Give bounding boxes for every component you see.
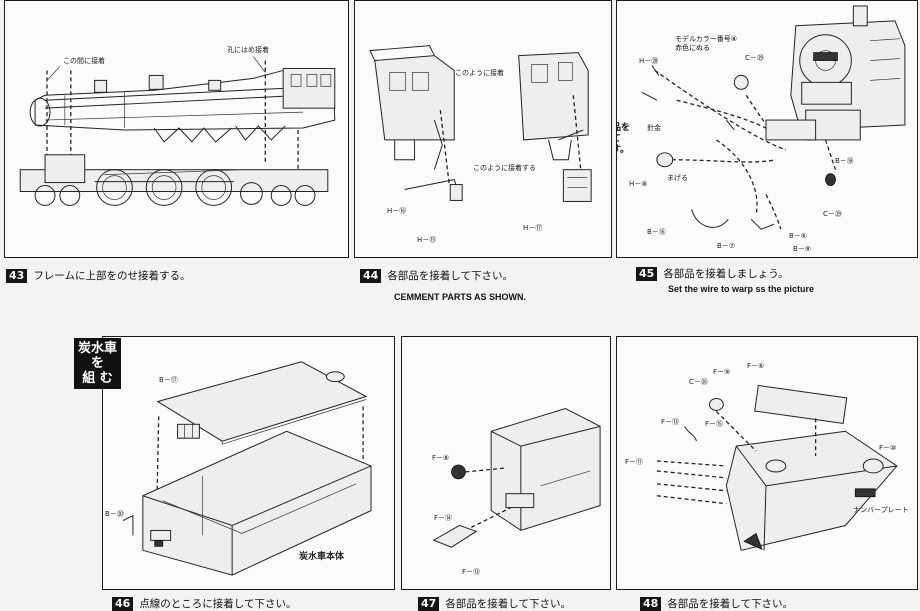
step-44-caption: 44 各部品を接着して下さい。 (360, 268, 513, 283)
step-47-caption: 47 各部品を接着して下さい。 (418, 596, 571, 611)
tender-title-line1: 炭水車 (78, 341, 118, 356)
step-45-first-note-line2: とうして (617, 134, 630, 145)
step-48-panel: C－㉖ F－⑨ F－⑥ F－⑬ F－⑮ F－⑪ F－⑩ ナンバープレート (616, 336, 918, 590)
tender-title-line2: を (91, 356, 105, 371)
step-43-panel: この間に接着 孔にはめ接着 (4, 0, 349, 258)
step-46-body-label: 炭水車本体 (299, 552, 345, 562)
step-43-text: フレームに上部をのせ接着する。 (33, 270, 191, 282)
step-45-part-b6: B－⑥ (789, 232, 808, 240)
step-48-number-plate-label: ナンバープレート (853, 506, 909, 514)
step-43-label-glue-between: この間に接着 (63, 57, 105, 65)
step-44-part-h17: H－⑰ (523, 224, 543, 232)
step-43-caption: 43 フレームに上部をのせ接着する。 (6, 268, 191, 283)
step-45-part-b16: B－⑯ (647, 228, 666, 236)
step-48-part-f11: F－⑪ (625, 458, 644, 466)
step-44-english: CEMMENT PARTS AS SHOWN. (394, 292, 526, 302)
step-45-text: 各部品を接着しましょう。 (663, 268, 789, 280)
step-47-text: 各部品を接着して下さい。 (445, 598, 571, 610)
step-45-part-c29: C－㉙ (745, 54, 764, 62)
step-45-paint-note-line1: モデルカラー番号⑧ (675, 35, 738, 43)
step-45-label-bend: まげる (667, 174, 688, 182)
step-45-part-b8: B－⑧ (793, 245, 812, 253)
step-45-part-c29-2: C－㉙ (823, 210, 842, 218)
step-44-label-glue-like-this: このように接着 (455, 69, 504, 77)
step-46-panel: B－⑰ B－⑳ 炭水車本体 (102, 336, 395, 590)
step-48-number: 48 (640, 596, 662, 611)
step-44-cab-drawing (369, 45, 592, 202)
step-48-part-f15: F－⑮ (705, 420, 724, 428)
step-47-number: 47 (418, 596, 440, 611)
step-46-tender-drawing (122, 361, 372, 576)
step-45-front-drawing (641, 5, 906, 230)
step-46-text: 点線のところに接着して下さい。 (139, 598, 297, 610)
step-45-english: Set the wire to warp ss the picture (668, 284, 815, 294)
step-45-first-note-line3: おきます。 (617, 145, 630, 155)
step-43-label-glue-hole: 孔にはめ接着 (227, 46, 269, 54)
step-45-caption: 45 各部品を接着しましょう。 (636, 266, 789, 281)
step-48-tender-rear-drawing (656, 384, 898, 551)
step-44-part-h16: H－⑯ (387, 207, 407, 215)
step-45-number: 45 (636, 266, 658, 281)
step-43-number: 43 (6, 268, 28, 283)
step-45-first-note: 先に部品を とうして おきます。 (617, 123, 631, 156)
step-44-panel: このように接着 このように接着する H－⑯ H－⑮ H－⑰ (354, 0, 612, 258)
tender-section-title: 炭水車 を 組 む (74, 338, 122, 389)
step-45-label-wire: 針金 (647, 124, 661, 132)
step-45-paint-note: モデルカラー番号⑧ 赤色にぬる (675, 35, 737, 53)
step-45-paint-note-line2: 赤色にぬる (675, 44, 710, 52)
step-47-part-f8: F－⑧ (432, 454, 450, 462)
step-45-part-b18: B－⑱ (835, 157, 854, 165)
step-45-part-b7: B－⑦ (717, 242, 736, 250)
step-43-locomotive-drawing (19, 56, 336, 206)
step-44-part-h15: H－⑮ (417, 236, 437, 244)
step-46-caption: 46 点線のところに接着して下さい。 (112, 596, 297, 611)
step-45-first-note-line1: 先に部品を (617, 123, 631, 133)
step-45-part-h20: H－⑳ (639, 57, 659, 65)
step-44-text: 各部品を接着して下さい。 (387, 270, 513, 282)
step-48-part-f13: F－⑬ (661, 418, 680, 426)
tender-title-line3: 組 む (82, 371, 113, 386)
step-47-part-f13: F－⑬ (462, 568, 481, 576)
step-48-caption: 48 各部品を接着して下さい。 (640, 596, 793, 611)
step-48-part-f9: F－⑨ (713, 368, 731, 376)
step-48-text: 各部品を接着して下さい。 (667, 598, 793, 610)
step-48-part-c26: C－㉖ (689, 378, 708, 386)
step-46-number: 46 (112, 596, 134, 611)
step-48-part-f6: F－⑥ (747, 362, 765, 370)
step-47-tender-drawing (432, 407, 601, 548)
step-45-panel: モデルカラー番号⑧ 赤色にぬる 先に部品を とうして おきます。 針金 まげる … (616, 0, 918, 258)
step-47-part-f14: F－⑭ (434, 514, 453, 522)
step-44-label-glue-like-this-2: このように接着する (473, 164, 536, 172)
step-46-part-b17: B－⑰ (159, 376, 178, 384)
step-46-part-b20: B－⑳ (105, 510, 124, 518)
step-47-panel: F－⑧ F－⑭ F－⑬ (401, 336, 611, 590)
step-45-part-h8: H－⑧ (629, 180, 648, 188)
step-48-part-f10: F－⑩ (879, 444, 897, 452)
step-44-number: 44 (360, 268, 382, 283)
